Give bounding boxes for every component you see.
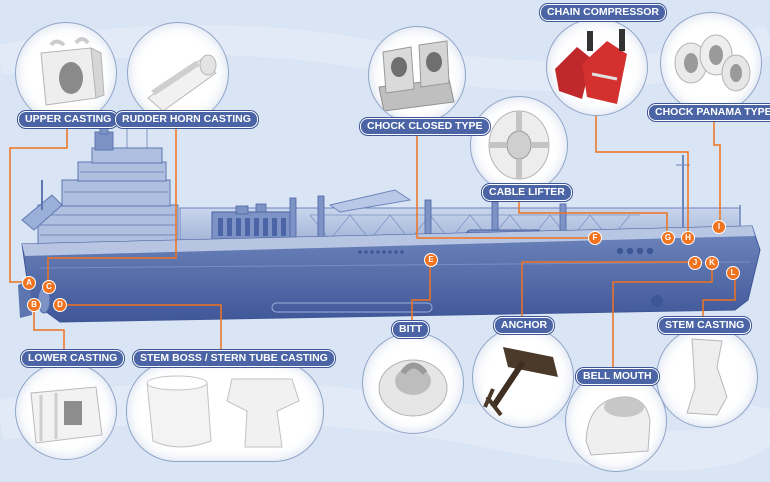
marker-i: I <box>712 220 726 234</box>
label-cable-lifter: CABLE LIFTER <box>482 184 572 201</box>
leader-lines <box>9 110 736 370</box>
cable-lifter-image <box>470 96 568 194</box>
marker-c: C <box>42 280 56 294</box>
label-upper-casting: UPPER CASTING <box>18 111 119 128</box>
anchor-image <box>472 326 574 428</box>
label-anchor: ANCHOR <box>494 317 555 334</box>
bell-mouth-image <box>565 370 667 472</box>
chain-compressor-image <box>546 18 648 116</box>
marker-e: E <box>424 253 438 267</box>
marker-g: G <box>661 231 675 245</box>
label-chain-compressor: CHAIN COMPRESSOR <box>540 4 667 21</box>
stem-casting-image <box>656 326 758 428</box>
upper-casting-image <box>15 22 117 124</box>
label-bitt: BITT <box>392 321 430 338</box>
marker-k: K <box>705 256 719 270</box>
lower-casting-image <box>15 362 117 460</box>
superstructure <box>37 127 179 246</box>
marker-b: B <box>27 298 41 312</box>
marker-h: H <box>681 231 695 245</box>
bitt-image <box>362 332 464 434</box>
chock-panama-type-image <box>660 12 762 114</box>
label-stem-boss-stern-tube-casting: STEM BOSS / STERN TUBE CASTING <box>133 350 335 367</box>
stem-boss-stern-tube-casting-image <box>126 360 324 462</box>
label-rudder-horn-casting: RUDDER HORN CASTING <box>115 111 258 128</box>
marker-j: J <box>688 256 702 270</box>
marker-l: L <box>726 266 740 280</box>
marker-f: F <box>588 231 602 245</box>
label-bell-mouth: BELL MOUTH <box>576 368 659 385</box>
rudder-horn-casting-image <box>127 22 229 124</box>
label-lower-casting: LOWER CASTING <box>21 350 125 367</box>
label-stem-casting: STEM CASTING <box>658 317 752 334</box>
label-chock-panama-type: CHOCK PANAMA TYPE <box>648 104 770 121</box>
marker-a: A <box>22 276 36 290</box>
marker-d: D <box>53 298 67 312</box>
label-chock-closed-type: CHOCK CLOSED TYPE <box>360 118 490 135</box>
chock-closed-type-image <box>368 26 466 124</box>
